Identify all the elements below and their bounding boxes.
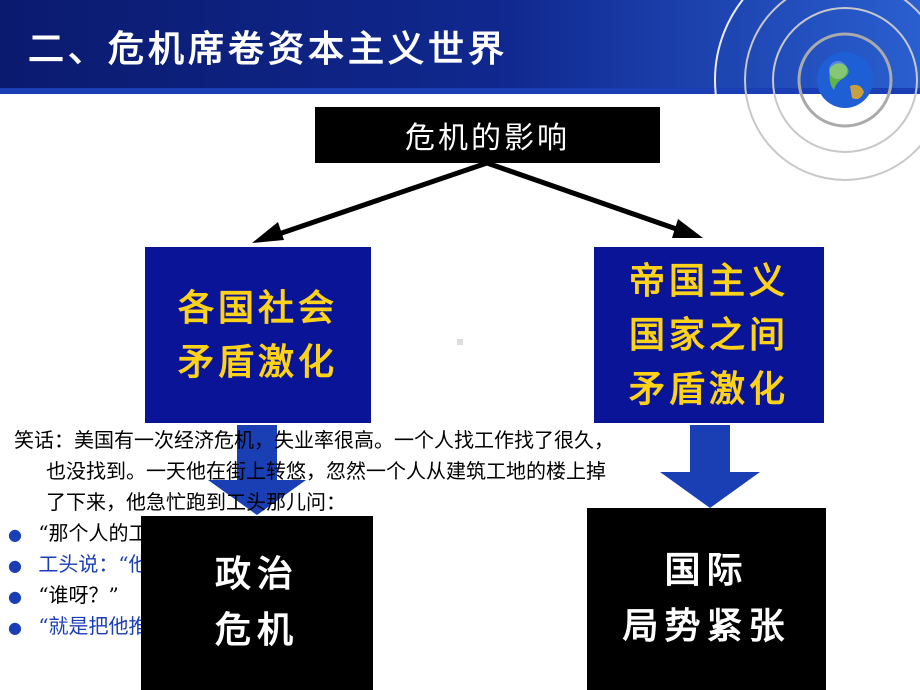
bullet-icon: ● bbox=[8, 618, 22, 637]
international-tension-box: 国际 局势紧张 bbox=[587, 508, 826, 690]
joke-line-2: 也没找到。一天他在街上转悠，忽然一个人从建筑工地的楼上掉 bbox=[46, 459, 606, 483]
intl-box-line-1: 国际 bbox=[664, 549, 749, 592]
joke-bullet-3: ● “谁呀？” bbox=[8, 583, 119, 607]
impact-box: 危机的影响 bbox=[315, 107, 660, 163]
joke-line-1: 笑话：美国有一次经济危机，失业率很高。一个人找工作找了很久， bbox=[14, 428, 614, 452]
right-box-line-1: 帝国主义 bbox=[628, 260, 789, 302]
political-box-line-2: 危机 bbox=[214, 609, 299, 651]
slide-title: 二、危机席卷资本主义世界 bbox=[28, 28, 509, 70]
branch-arrows bbox=[208, 160, 760, 515]
right-box-line-2: 国家之间 bbox=[628, 314, 789, 356]
bullet-icon: ● bbox=[8, 525, 22, 544]
political-crisis-box: 政治 危机 bbox=[141, 516, 373, 690]
left-box-line-1: 各国社会 bbox=[177, 287, 338, 329]
globe-icon bbox=[817, 52, 873, 108]
bullet-icon: ● bbox=[8, 587, 22, 606]
header-bar bbox=[0, 0, 920, 88]
left-box-line-2: 矛盾激化 bbox=[177, 341, 338, 383]
header-divider bbox=[0, 88, 920, 94]
left-consequence-box: 各国社会 矛盾激化 bbox=[145, 247, 371, 423]
center-dot bbox=[457, 339, 463, 345]
right-box-line-3: 矛盾激化 bbox=[628, 368, 789, 410]
joke-line-3: 了下来，他急忙跑到工头那儿问： bbox=[46, 490, 346, 514]
intl-box-line-2: 局势紧张 bbox=[622, 605, 791, 647]
political-box-line-1: 政治 bbox=[214, 553, 299, 596]
right-consequence-box: 帝国主义 国家之间 矛盾激化 bbox=[594, 247, 824, 423]
bullet-icon: ● bbox=[8, 556, 22, 575]
globe-rings-decoration bbox=[714, 0, 920, 200]
